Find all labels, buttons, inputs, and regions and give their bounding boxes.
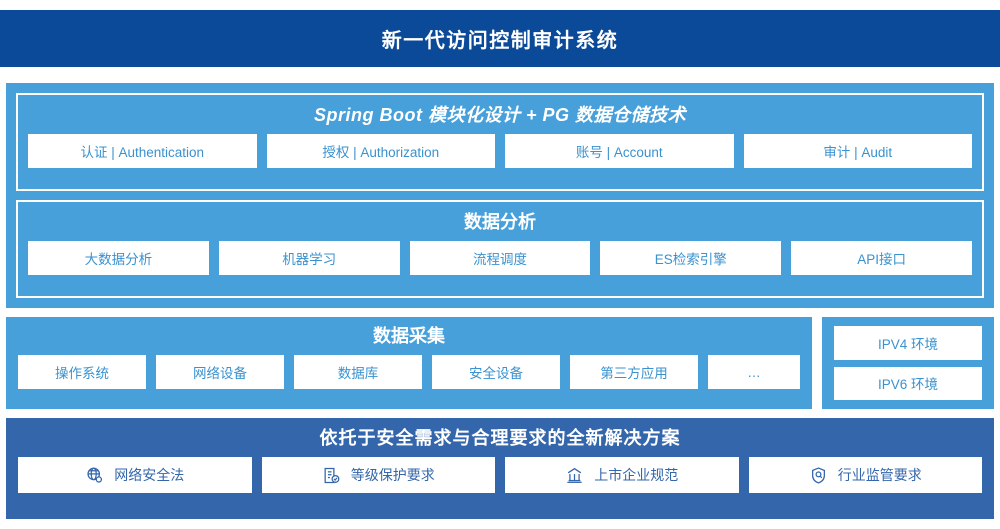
chip-more-ellipsis[interactable]: … xyxy=(708,355,800,389)
architecture-panel-data-analysis: 数据分析 大数据分析 机器学习 流程调度 ES检索引擎 API接口 xyxy=(16,200,984,298)
chip-authorization[interactable]: 授权 | Authorization xyxy=(266,134,495,168)
data-collection-section: 数据采集 操作系统 网络设备 数据库 安全设备 第三方应用 … IPV4 环境 … xyxy=(6,317,994,409)
chip-big-data-analysis[interactable]: 大数据分析 xyxy=(28,241,209,275)
chip-operating-system[interactable]: 操作系统 xyxy=(18,355,146,389)
document-check-icon xyxy=(322,466,341,485)
chip-classified-protection[interactable]: 等级保护要求 xyxy=(261,457,495,493)
chip-listed-enterprise-standard[interactable]: 上市企业规范 xyxy=(505,457,739,493)
chip-row-data-collection: 操作系统 网络设备 数据库 安全设备 第三方应用 … xyxy=(18,355,800,389)
data-collection-panel: 数据采集 操作系统 网络设备 数据库 安全设备 第三方应用 … xyxy=(6,317,812,409)
shield-search-icon xyxy=(809,466,828,485)
chip-es-search-engine[interactable]: ES检索引擎 xyxy=(600,241,782,275)
chip-machine-learning[interactable]: 机器学习 xyxy=(218,241,400,275)
chip-database[interactable]: 数据库 xyxy=(294,355,422,389)
architecture-section: Spring Boot 模块化设计 + PG 数据仓储技术 认证 | Authe… xyxy=(6,83,994,308)
panel-title-data-analysis: 数据分析 xyxy=(464,212,536,232)
chip-row-spring-boot: 认证 | Authentication 授权 | Authorization 账… xyxy=(28,134,972,168)
chip-label: 行业监管要求 xyxy=(837,467,922,483)
page-header: 新一代访问控制审计系统 xyxy=(0,10,1000,67)
chip-api-interface[interactable]: API接口 xyxy=(791,241,972,275)
chip-row-data-analysis: 大数据分析 机器学习 流程调度 ES检索引擎 API接口 xyxy=(28,241,972,275)
architecture-panel-spring-boot: Spring Boot 模块化设计 + PG 数据仓储技术 认证 | Authe… xyxy=(16,93,984,191)
panel-title-compliance: 依托于安全需求与合理要求的全新解决方案 xyxy=(319,428,681,448)
panel-title-data-collection: 数据采集 xyxy=(373,326,445,346)
chip-label: 上市企业规范 xyxy=(594,467,679,483)
chip-authentication[interactable]: 认证 | Authentication xyxy=(28,134,257,168)
page-title: 新一代访问控制审计系统 xyxy=(381,30,619,52)
chip-network-device[interactable]: 网络设备 xyxy=(156,355,284,389)
chip-security-device[interactable]: 安全设备 xyxy=(432,355,560,389)
chip-ipv6-environment[interactable]: IPV6 环境 xyxy=(834,366,982,400)
chip-process-scheduling[interactable]: 流程调度 xyxy=(409,241,591,275)
globe-network-icon xyxy=(85,466,104,485)
chip-account[interactable]: 账号 | Account xyxy=(505,134,734,168)
chip-cybersecurity-law[interactable]: 网络安全法 xyxy=(18,457,252,493)
compliance-section: 依托于安全需求与合理要求的全新解决方案 网络安全法 xyxy=(6,418,994,519)
bank-building-icon xyxy=(565,466,584,485)
chip-label: 网络安全法 xyxy=(114,467,185,483)
chip-audit[interactable]: 审计 | Audit xyxy=(743,134,972,168)
panel-title-spring-boot: Spring Boot 模块化设计 + PG 数据仓储技术 xyxy=(313,105,686,125)
network-environment-panel: IPV4 环境 IPV6 环境 xyxy=(822,317,994,409)
chip-ipv4-environment[interactable]: IPV4 环境 xyxy=(834,326,982,360)
chip-third-party-app[interactable]: 第三方应用 xyxy=(570,355,698,389)
chip-label: 等级保护要求 xyxy=(350,467,435,483)
chip-industry-regulation[interactable]: 行业监管要求 xyxy=(748,457,982,493)
chip-row-compliance: 网络安全法 等级保护要求 xyxy=(18,457,982,493)
